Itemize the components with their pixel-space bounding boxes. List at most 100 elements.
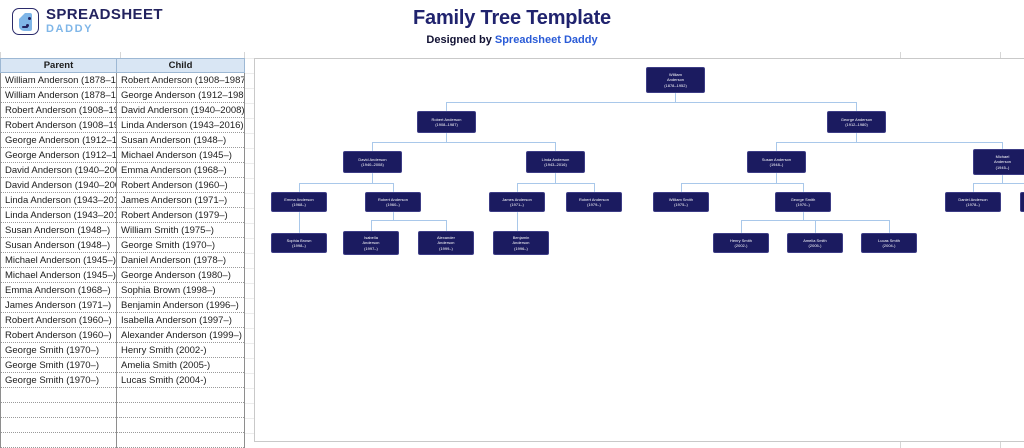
cell-child[interactable]: George Smith (1970–) [116,237,245,253]
tree-connector-line [675,93,676,102]
tree-node-years: (1979–) [587,202,601,207]
cell-child[interactable] [116,417,245,433]
cell-parent[interactable]: Susan Anderson (1948–) [0,237,117,253]
cell-parent[interactable]: Linda Anderson (1943–2016) [0,207,117,223]
tree-node[interactable]: Emma Anderson(1968–) [271,192,327,212]
subtitle-brand-link[interactable]: Spreadsheet Daddy [494,34,598,46]
grid-column-divider [244,0,245,448]
cell-child[interactable] [116,432,245,448]
tree-node-years: (1978–) [966,202,980,207]
tree-node-name: Isabella [364,235,378,241]
cell-parent[interactable]: George Smith (1970–) [0,342,117,358]
cell-parent[interactable]: James Anderson (1971–) [0,297,117,313]
cell-parent[interactable]: Robert Anderson (1960–) [0,327,117,343]
cell-parent[interactable]: David Anderson (1940–2008) [0,162,117,178]
cell-parent[interactable]: Robert Anderson (1908–1987) [0,102,117,118]
cell-parent[interactable] [0,432,117,448]
cell-child[interactable]: Robert Anderson (1960–) [116,177,245,193]
cell-child[interactable] [116,387,245,403]
tree-node[interactable]: Susan Anderson(1948–) [747,151,806,173]
tree-node[interactable]: Henry Smith(2002-) [713,233,769,253]
cell-parent[interactable]: David Anderson (1940–2008) [0,177,117,193]
column-header-child[interactable]: Child [116,58,245,73]
cell-parent[interactable]: George Anderson (1912–1980) [0,132,117,148]
cell-child[interactable]: Linda Anderson (1943–2016) [116,117,245,133]
tree-node-name: David Anderson [358,156,387,162]
cell-child[interactable]: George Anderson (1912–1980) [116,87,245,103]
tree-node-years: (1948–) [769,162,784,167]
tree-node-name: James Anderson [502,196,532,202]
cell-parent[interactable]: Linda Anderson (1943–2016) [0,192,117,208]
cell-child[interactable]: Michael Anderson (1945–) [116,147,245,163]
tree-node-name: Linda Anderson [541,156,570,162]
cell-child[interactable]: Robert Anderson (1908–1987) [116,72,245,88]
tree-node[interactable]: Lucas Smith(2004-) [861,233,917,253]
tree-node-years: (1971–) [510,202,524,207]
cell-parent[interactable]: George Smith (1970–) [0,357,117,373]
cell-child[interactable]: Lucas Smith (2004-) [116,372,245,388]
cell-parent[interactable]: Susan Anderson (1948–) [0,222,117,238]
cell-child[interactable]: Susan Anderson (1948–) [116,132,245,148]
cell-child[interactable]: Sophia Brown (1998–) [116,282,245,298]
cell-parent[interactable]: Michael Anderson (1945–) [0,267,117,283]
cell-child[interactable]: William Smith (1975–) [116,222,245,238]
tree-connector-line [555,173,556,183]
tree-node[interactable]: Robert Anderson(1960–) [365,192,421,212]
tree-connector-line [803,212,804,220]
tree-node[interactable]: William Smith(1975–) [653,192,709,212]
tree-node[interactable]: Robert Anderson(1908–1987) [417,111,476,133]
tree-node[interactable]: Robert Anderson(1979–) [566,192,622,212]
cell-parent[interactable]: George Smith (1970–) [0,372,117,388]
cell-parent[interactable]: George Anderson (1912–1980) [0,147,117,163]
cell-parent[interactable]: Robert Anderson (1960–) [0,312,117,328]
cell-child[interactable]: Isabella Anderson (1997–) [116,312,245,328]
tree-node[interactable]: George Smith(1970–) [775,192,831,212]
cell-child[interactable]: Daniel Anderson (1978–) [116,252,245,268]
tree-node[interactable]: Amelia Smith(2005-) [787,233,843,253]
tree-node-years: (1970–) [796,202,810,207]
table-row: George Anderson (1912–1980)Susan Anderso… [0,132,245,148]
tree-connector-line [371,220,446,221]
cell-parent[interactable]: William Anderson (1878–1952) [0,72,117,88]
cell-parent[interactable]: Michael Anderson (1945–) [0,252,117,268]
tree-node[interactable]: Linda Anderson(1943–2016) [526,151,585,173]
tree-connector-line [681,183,803,184]
cell-parent[interactable] [0,387,117,403]
tree-node[interactable]: George Anderson(1912–1980) [827,111,886,133]
cell-child[interactable]: Henry Smith (2002-) [116,342,245,358]
column-header-parent[interactable]: Parent [0,58,117,73]
cell-parent[interactable]: Robert Anderson (1908–1987) [0,117,117,133]
tree-connector-line [446,133,447,142]
table-row: Robert Anderson (1960–)Alexander Anderso… [0,327,245,343]
cell-parent[interactable]: Emma Anderson (1968–) [0,282,117,298]
tree-node-years: (1912–1980) [845,122,868,127]
table-row: Robert Anderson (1908–1987)Linda Anderso… [0,117,245,133]
tree-connector-line [776,142,1002,143]
cell-child[interactable]: David Anderson (1940–2008) [116,102,245,118]
cell-child[interactable]: Alexander Anderson (1999–) [116,327,245,343]
cell-child[interactable]: Robert Anderson (1979–) [116,207,245,223]
cell-child[interactable] [116,402,245,418]
tree-node[interactable]: George Anderson(1980–) [1020,192,1024,212]
cell-child[interactable]: Amelia Smith (2005-) [116,357,245,373]
tree-node-years: (2004-) [882,243,896,248]
tree-connector-line [776,142,777,151]
tree-node[interactable]: David Anderson(1940–2008) [343,151,402,173]
cell-parent[interactable] [0,402,117,418]
table-row: Susan Anderson (1948–)George Smith (1970… [0,237,245,253]
cell-child[interactable]: George Anderson (1980–) [116,267,245,283]
cell-child[interactable]: Emma Anderson (1968–) [116,162,245,178]
cell-child[interactable]: James Anderson (1971–) [116,192,245,208]
tree-node[interactable]: Sophia Brown(1998–) [271,233,327,253]
cell-parent[interactable]: William Anderson (1878–1952) [0,87,117,103]
tree-node[interactable]: James Anderson(1971–) [489,192,545,212]
cell-parent[interactable] [0,417,117,433]
tree-node[interactable]: Daniel Anderson(1978–) [945,192,1001,212]
cell-child[interactable]: Benjamin Anderson (1996–) [116,297,245,313]
